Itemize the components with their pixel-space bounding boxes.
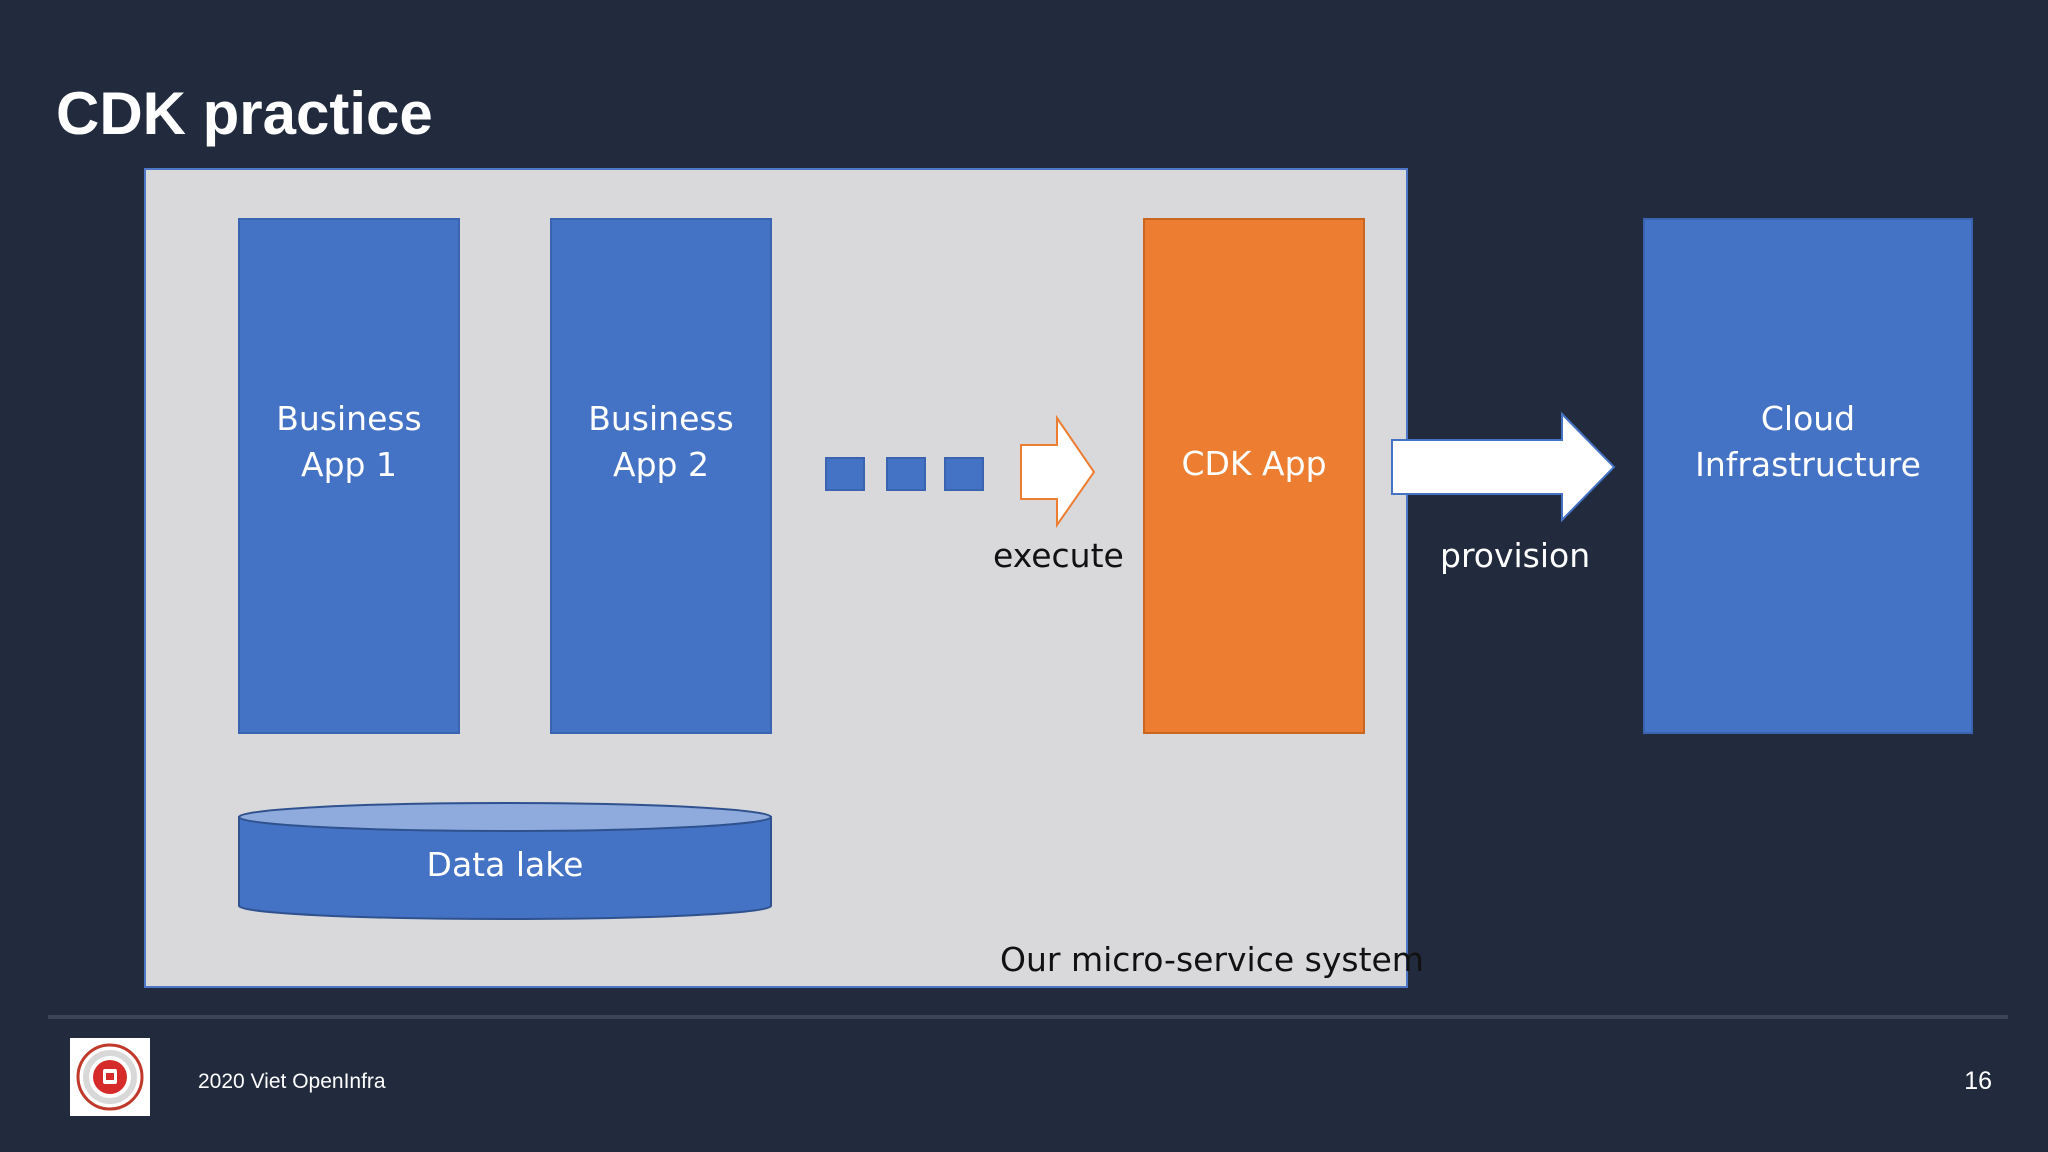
- business-app-1-box: Business App 1: [238, 218, 460, 734]
- cdk-app-label: CDK App: [1181, 444, 1327, 483]
- business-app-1-line2: App 1: [301, 445, 397, 484]
- footer-organization: 2020 Viet OpenInfra: [198, 1070, 386, 1093]
- openinfra-logo-icon: [76, 1043, 144, 1111]
- ellipsis-square-3: [944, 457, 984, 491]
- system-label: Our micro-service system: [1000, 940, 1424, 979]
- openinfra-logo: [70, 1038, 150, 1116]
- business-app-2-line2: App 2: [613, 445, 709, 484]
- cloud-infrastructure-line1: Cloud: [1760, 399, 1856, 438]
- ellipsis-square-1: [825, 457, 865, 491]
- cdk-app-box: CDK App: [1143, 218, 1365, 734]
- business-app-1-line1: Business: [276, 399, 422, 438]
- footer-divider: [48, 1015, 2008, 1019]
- execute-arrow-icon: [1020, 414, 1096, 529]
- execute-label: execute: [993, 536, 1124, 575]
- provision-arrow-icon: [1391, 411, 1616, 523]
- business-app-2-line1: Business: [588, 399, 734, 438]
- data-lake-cylinder-icon: [238, 802, 772, 920]
- business-app-2-box: Business App 2: [550, 218, 772, 734]
- ellipsis-square-2: [886, 457, 926, 491]
- cloud-infrastructure-line2: Infrastructure: [1695, 445, 1921, 484]
- cloud-infrastructure-box: Cloud Infrastructure: [1643, 218, 1973, 734]
- slide-title: CDK practice: [56, 80, 433, 147]
- data-lake-label: Data lake: [426, 845, 584, 884]
- provision-label: provision: [1440, 536, 1591, 575]
- page-number: 16: [1964, 1067, 1992, 1095]
